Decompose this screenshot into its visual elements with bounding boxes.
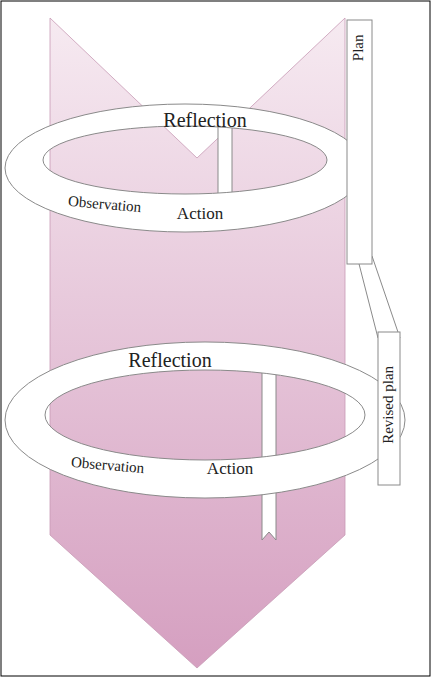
spiral-label: Plan bbox=[352, 35, 368, 62]
spiral-ring bbox=[5, 342, 405, 498]
spiral-label: Action bbox=[177, 205, 223, 223]
spiral-label: Reflection bbox=[163, 110, 246, 131]
revised-plan-strip bbox=[378, 332, 400, 485]
spiral-stripe bbox=[262, 362, 276, 540]
spiral-label-text: Plan bbox=[351, 35, 367, 62]
spiral-label-text: Revised plan bbox=[380, 366, 396, 444]
spiral-label-text: Reflection bbox=[163, 109, 246, 131]
plan-strip bbox=[347, 20, 372, 264]
spiral-label: Action bbox=[207, 460, 253, 478]
spiral-label-text: Action bbox=[177, 204, 223, 223]
spiral-label-text: Action bbox=[207, 459, 253, 478]
plan-link bbox=[357, 256, 400, 338]
spiral-label-text: Reflection bbox=[128, 349, 211, 371]
spiral-label: Reflection bbox=[128, 350, 211, 371]
spiral-label: Revised plan bbox=[381, 366, 397, 444]
spiral-ring bbox=[5, 104, 365, 232]
